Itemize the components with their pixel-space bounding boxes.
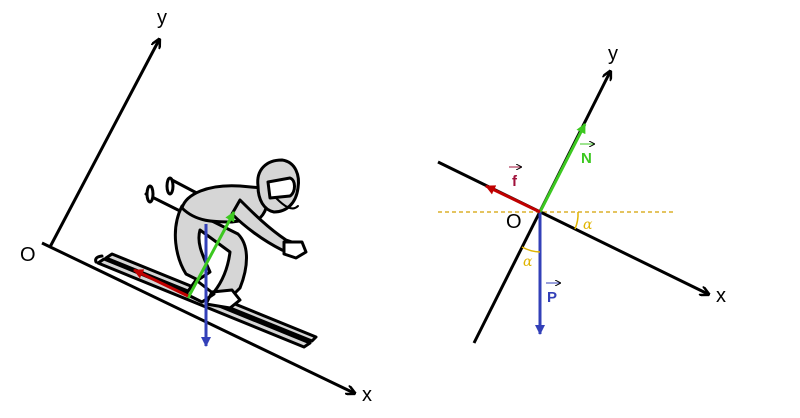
weight-label-group: P xyxy=(546,283,560,306)
right-x-label: x xyxy=(716,285,726,307)
right-x-axis xyxy=(437,160,708,294)
left-normal-vector xyxy=(186,211,236,299)
skier-legs xyxy=(173,204,248,302)
left-x-axis xyxy=(41,241,354,393)
skier-face xyxy=(275,197,299,210)
right-y-label: y xyxy=(608,43,618,65)
normal-label: N xyxy=(581,150,592,167)
skier-goggles xyxy=(266,176,296,200)
left-y-label: y xyxy=(157,7,167,29)
friction-label: f xyxy=(512,173,518,190)
right-diagram: y x O f N P α α xyxy=(437,43,726,344)
left-x-label: x xyxy=(362,384,372,406)
skier-illustration xyxy=(94,158,318,349)
angle-arc-upper xyxy=(574,211,579,230)
normal-label-group: N xyxy=(580,144,594,167)
left-diagram: y x O xyxy=(20,7,372,406)
right-friction-vector xyxy=(485,184,541,214)
right-origin-label: O xyxy=(506,211,522,233)
angle-label-upper: α xyxy=(583,217,593,233)
left-friction-vector xyxy=(133,268,189,298)
angle-label-lower: α xyxy=(523,254,533,270)
left-y-axis xyxy=(48,40,159,248)
left-origin-label: O xyxy=(20,244,36,266)
weight-label: P xyxy=(547,289,557,306)
skier-glove xyxy=(282,240,308,260)
right-normal-vector xyxy=(538,123,587,213)
friction-label-group: f xyxy=(509,167,521,190)
angle-arc-lower xyxy=(521,246,541,253)
